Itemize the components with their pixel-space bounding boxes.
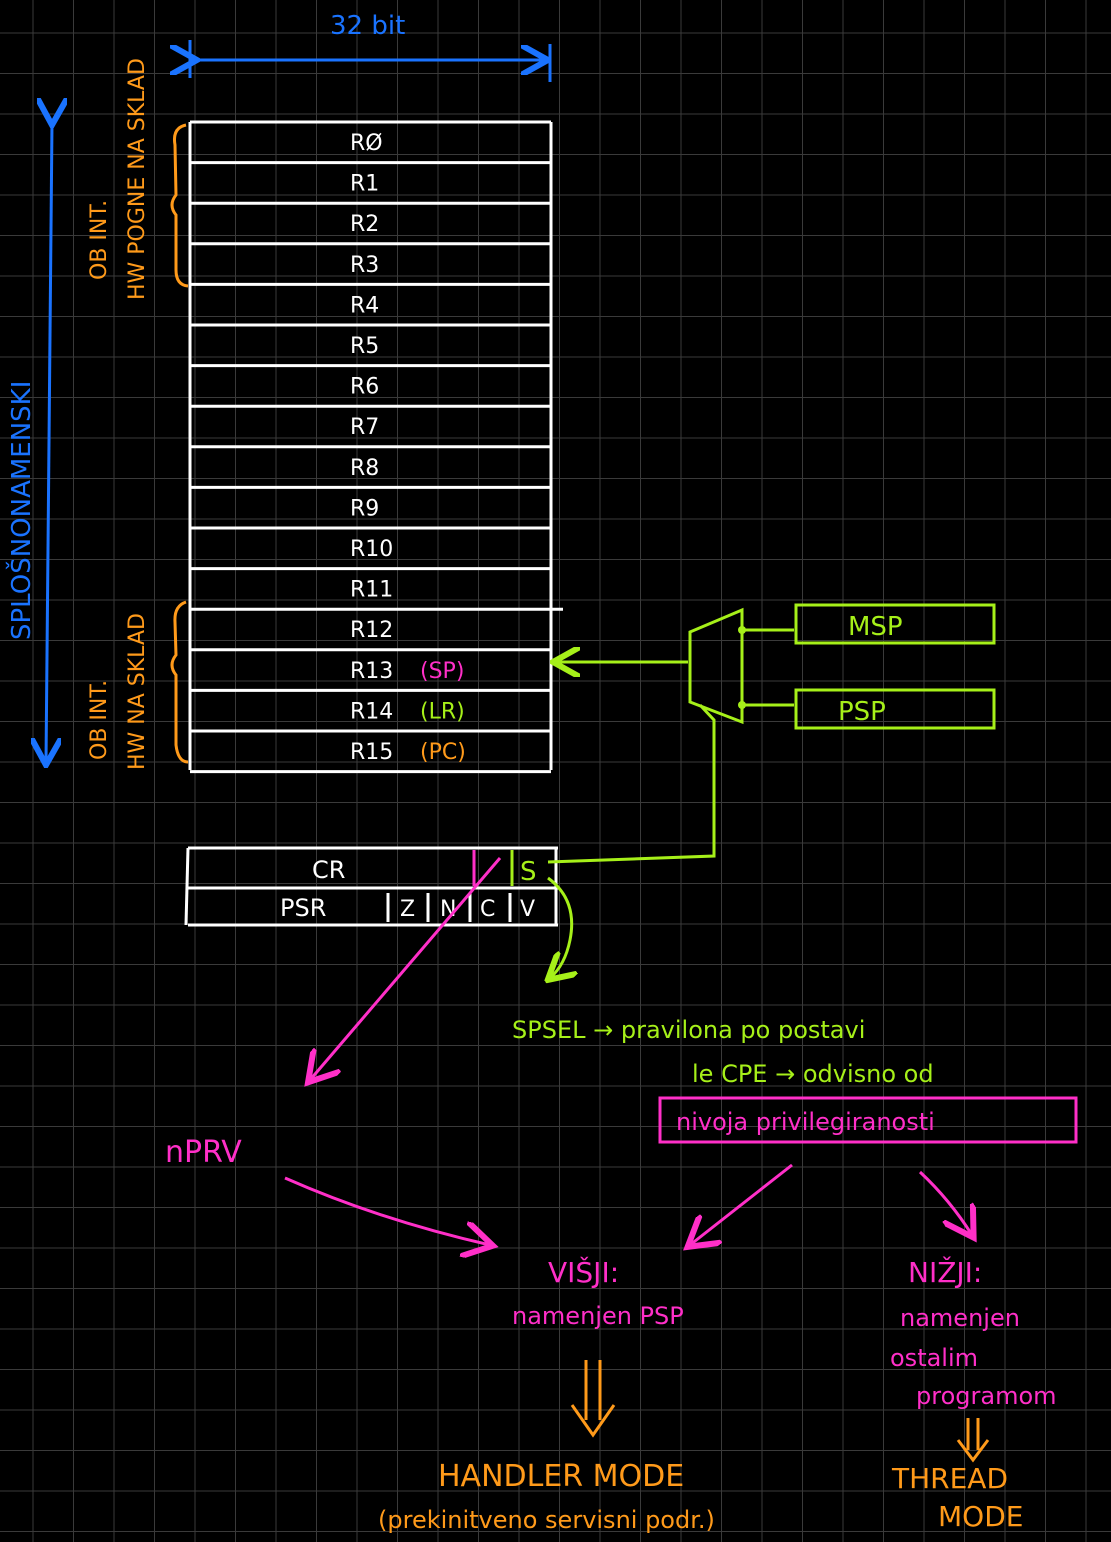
register-name: R6 [350,375,379,400]
width-label: 32 bit [330,11,405,41]
handler-mode-note: (prekinitveno servisni podr.) [378,1506,715,1534]
privilege-to-lower-arrow [918,1170,972,1235]
register-name: RØ [350,131,383,156]
register-alias: (PC) [420,740,466,765]
register-name: R13 [350,659,393,684]
top-group-line1: OB INT. [87,200,112,280]
thread-mode-1: THREAD [891,1462,1008,1495]
register-name: R8 [350,456,379,481]
lower-down-arrow [956,1418,990,1463]
msp-register: MSP [794,603,996,645]
privilege-box [658,1096,1078,1144]
flag-c: C [480,897,495,922]
higher-down-arrow [570,1360,616,1438]
privilege-label: nivoja privilegiranosti [676,1108,935,1136]
lower-title: NIŽJI: [908,1255,982,1289]
spsel-arrow [548,876,572,978]
thread-mode-2: MODE [938,1500,1023,1533]
spsel-bit: S [520,857,537,887]
general-purpose-indicator: SPLOŠNONAMENSKI [5,122,52,762]
top-stacked-group: OB INT. HW POGNE NA SKLAD [87,58,189,300]
register-name: R9 [350,496,379,521]
flag-v: V [520,897,535,922]
spsel-note-line2: le CPE → odvisno od [692,1060,934,1088]
lower-desc-3: programom [916,1382,1057,1410]
top-group-line2: HW POGNE NA SKLAD [125,58,150,300]
lower-desc-2: ostalim [890,1344,978,1372]
higher-desc: namenjen PSP [512,1302,684,1330]
register-alias: (SP) [420,659,464,684]
cr-label: CR [312,856,345,884]
register-name: R2 [350,212,379,237]
register-name: R11 [350,578,393,603]
handler-mode: HANDLER MODE [438,1459,684,1494]
flag-z: Z [400,897,415,922]
psp-register: PSP [794,688,996,730]
control-register: CR S [184,846,558,927]
register-name: R4 [350,293,379,318]
register-name: R14 [350,699,393,724]
side-label: SPLOŠNONAMENSKI [5,381,37,640]
register-name: R7 [350,415,379,440]
higher-title: VIŠJI: [548,1255,619,1289]
register-name: R5 [350,334,379,359]
psr-label: PSR [280,894,326,922]
bottom-stacked-group: OB INT. HW NA SKLAD [87,600,189,770]
register-alias: (LR) [420,699,465,724]
nprv-label: nPRV [165,1135,242,1170]
width-indicator: 32 bit [190,11,552,82]
spsel-note-line1: SPSEL → pravilona po postavi [512,1016,865,1044]
bottom-group-line1: OB INT. [87,680,112,760]
psr-register: PSR Z N C V [280,893,535,922]
lower-desc-1: namenjen [900,1304,1020,1332]
register-name: R15 [350,740,393,765]
psp-label: PSP [838,697,886,727]
nprv-to-higher-arrow [284,1176,490,1245]
privilege-to-higher-arrow [690,1163,793,1245]
spsel-to-mux [547,703,716,864]
register-name: R12 [350,618,393,643]
sp-mux [556,607,794,725]
bottom-group-line2: HW NA SKLAD [125,613,150,770]
register-name: R10 [350,537,393,562]
register-name: R1 [350,172,379,197]
cr-to-nprv-arrow [310,857,502,1080]
msp-label: MSP [848,612,903,642]
register-name: R3 [350,253,379,278]
